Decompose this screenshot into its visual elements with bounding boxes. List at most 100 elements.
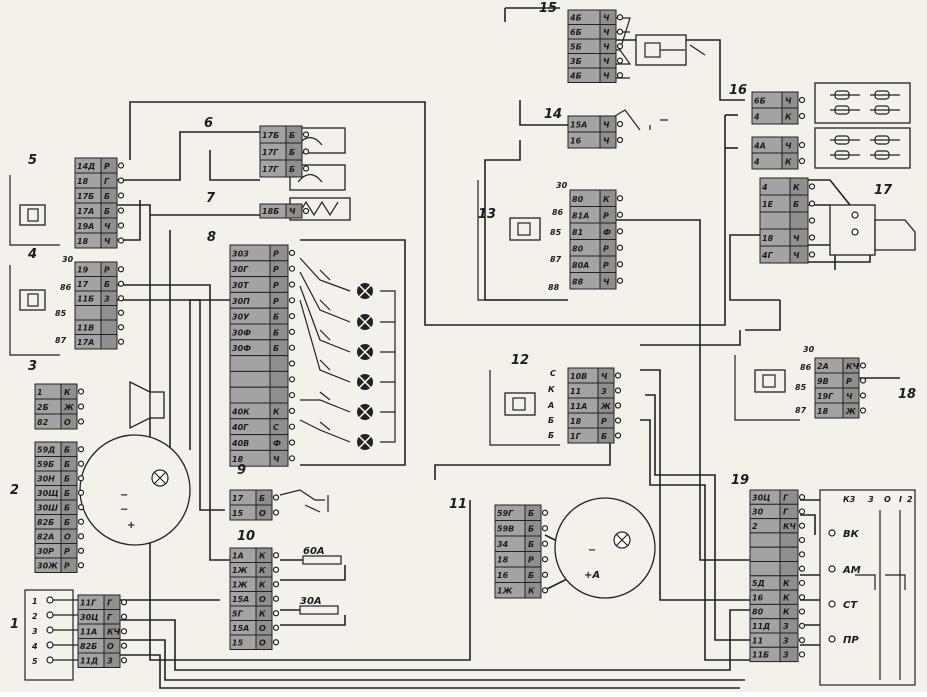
connection-node — [616, 244, 624, 251]
wire-color-code: Б — [64, 445, 70, 454]
terminal-pin-label: 30Ф — [232, 328, 251, 337]
wire-color-code: З — [783, 622, 789, 631]
terminal-pin-label: 30Г — [232, 265, 249, 274]
wire-color-code: Б — [64, 474, 70, 483]
wire-color-code: Ч — [104, 237, 111, 246]
terminal-pin-label: 16 — [570, 137, 582, 146]
connection-node — [272, 509, 280, 516]
connection-node — [117, 324, 125, 331]
connection-node — [77, 504, 85, 511]
connection-node — [798, 622, 806, 629]
wire-color-code: Г — [783, 493, 789, 502]
terminal-pin-label: 15 — [232, 509, 244, 518]
relay-terminal-label: Б — [548, 416, 554, 425]
connector-node — [46, 626, 54, 634]
terminal-cell — [255, 634, 273, 650]
connection-node — [77, 460, 85, 467]
connection-node — [288, 313, 296, 320]
terminal-cell — [789, 211, 809, 230]
connection-node — [616, 72, 624, 79]
connection-node — [77, 489, 85, 496]
relay-terminal-label: 30 — [556, 181, 568, 190]
connection-node — [616, 57, 624, 64]
terminal-pin-label: 17Б — [77, 192, 94, 201]
wire-color-code: С — [273, 423, 279, 432]
terminal-pin-label: 18Б — [262, 207, 279, 216]
wire-color-code: Ч — [603, 28, 610, 37]
terminal-cell — [749, 561, 781, 577]
connection-node — [77, 388, 85, 395]
switch-position-label: О — [884, 495, 891, 504]
wire-color-code: Б — [273, 313, 279, 322]
wire-color-code: З — [601, 387, 607, 396]
terminal-pin-label: 80 — [572, 244, 584, 253]
wire-color-code: Ж — [600, 402, 611, 411]
component-number-17: 17 — [874, 183, 893, 198]
switch-contact-label: АМ — [842, 565, 861, 576]
wire-color-code: К — [259, 580, 266, 589]
gauge-11-terminal: +А — [584, 570, 600, 581]
terminal-pin-label: 17А — [77, 338, 94, 347]
switch-contact-label: ВК — [843, 529, 860, 540]
wire-color-code: Ч — [273, 455, 280, 464]
gauge-2-terminal: − — [120, 490, 128, 501]
connection-node — [288, 249, 296, 256]
terminal-pin-label: 15 — [232, 638, 244, 647]
fuse-icon — [302, 555, 342, 565]
connection-node — [808, 217, 816, 224]
connection-node — [808, 183, 816, 190]
connection-node — [614, 417, 622, 424]
connector-node — [46, 656, 54, 664]
relay-terminal-label: 87 — [550, 255, 562, 264]
wire-color-code: Г — [783, 508, 789, 517]
connection-node — [117, 237, 125, 244]
wire-color-code: О — [64, 418, 71, 427]
relay-terminal-label: 86 — [552, 208, 564, 217]
terminal-pin-label: 9В — [817, 377, 829, 386]
connection-node — [859, 407, 867, 414]
terminal-pin-label: 4Б — [569, 71, 582, 80]
connection-node — [616, 228, 624, 235]
connection-node — [272, 566, 280, 573]
gauge-2-terminal: ~ — [120, 504, 128, 515]
connection-node — [614, 402, 622, 409]
component-number-6: 6 — [204, 116, 213, 131]
terminal-cell — [524, 582, 542, 599]
terminal-cell — [779, 561, 799, 577]
wire-color-code: Б — [793, 200, 799, 209]
terminal-pin-label: 17 — [232, 494, 244, 503]
switch-contact-node — [828, 529, 836, 537]
connection-node — [288, 439, 296, 446]
connection-node — [541, 525, 549, 532]
terminal-pin-label: 82Б — [80, 642, 97, 651]
connection-node — [77, 403, 85, 410]
terminal-pin-label: 15А — [232, 595, 249, 604]
connection-node — [541, 509, 549, 516]
wire-color-code: Ч — [793, 251, 800, 260]
connection-node — [541, 587, 549, 594]
wire-color-code: Ф — [273, 439, 281, 448]
component-number-5: 5 — [28, 153, 37, 168]
relay-terminal-label: 85 — [795, 383, 807, 392]
connection-node — [77, 475, 85, 482]
terminal-cell — [285, 159, 303, 178]
wire-color-code: К — [64, 388, 71, 397]
terminal-pin-label: 40В — [231, 439, 249, 448]
wire-color-code: К — [259, 609, 266, 618]
lamp-icon — [357, 344, 373, 360]
terminal-pin-label: 30Ц — [80, 613, 99, 622]
connection-node — [302, 165, 310, 172]
terminal-cell — [789, 245, 809, 264]
terminal-pin-label: 30З — [232, 249, 249, 258]
terminal-pin-label: 11 — [570, 387, 581, 396]
switch-contact-label: ПР — [843, 635, 859, 646]
